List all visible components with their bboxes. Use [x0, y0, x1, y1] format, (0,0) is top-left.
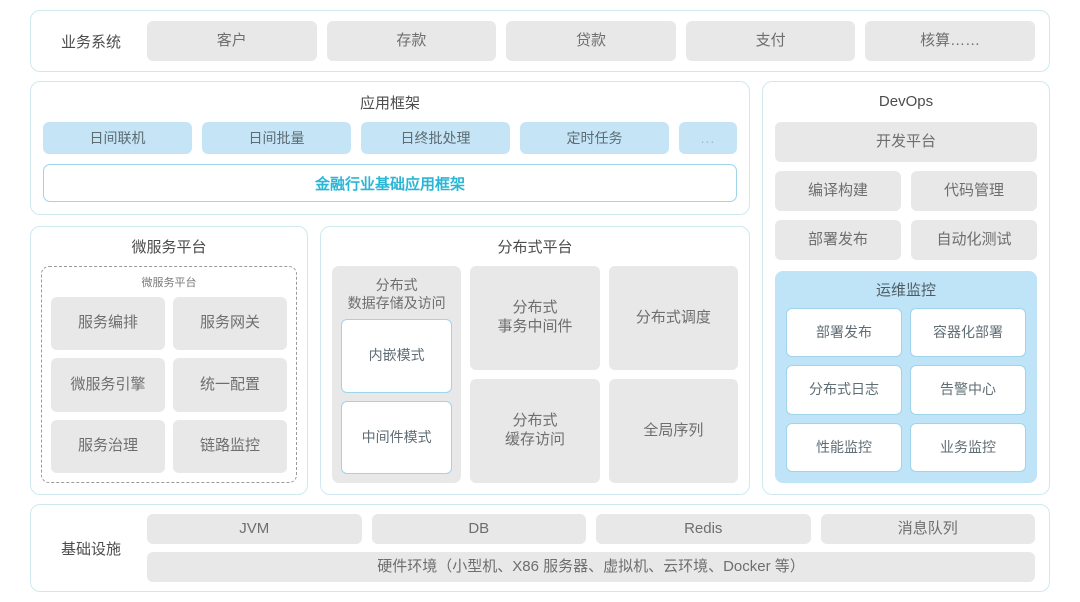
infrastructure-items-row: JVM DB Redis 消息队列: [147, 514, 1035, 544]
app-framework-item-daytime-batch[interactable]: 日间批量: [202, 122, 351, 154]
devops-row-deploy: 部署发布 自动化测试: [775, 220, 1037, 260]
platforms-row: 微服务平台 微服务平台 服务编排 服务网关 微服务引擎 统一配置 服务治理 链路…: [30, 226, 750, 495]
business-system-item-customer[interactable]: 客户: [147, 21, 317, 61]
microservice-platform-inner-box: 微服务平台 服务编排 服务网关 微服务引擎 统一配置 服务治理 链路监控: [41, 266, 297, 483]
infrastructure-item-jvm[interactable]: JVM: [147, 514, 362, 544]
infrastructure-item-redis[interactable]: Redis: [596, 514, 811, 544]
app-framework-item-end-of-day-batch[interactable]: 日终批处理: [361, 122, 510, 154]
microservice-item-link-monitoring[interactable]: 链路监控: [173, 419, 287, 473]
application-framework-title: 应用框架: [359, 95, 420, 112]
ops-item-deploy-release[interactable]: 部署发布: [786, 308, 902, 358]
distributed-item-cache-access-line1: 分布式: [512, 412, 558, 430]
infrastructure-label: 基础设施: [60, 540, 121, 558]
ops-item-business-monitoring[interactable]: 业务监控: [910, 422, 1026, 472]
ops-monitoring-title: 运维监控: [875, 282, 936, 299]
devops-item-dev-platform[interactable]: 开发平台: [775, 122, 1037, 162]
application-framework-panel: 应用框架 日间联机 日间批量 日终批处理 定时任务 ... 金融行业基础应用框架: [30, 81, 750, 215]
microservice-item-service-gateway[interactable]: 服务网关: [173, 297, 287, 351]
app-framework-item-more[interactable]: ...: [679, 122, 737, 154]
infrastructure-item-db[interactable]: DB: [371, 514, 586, 544]
infrastructure-item-message-queue[interactable]: 消息队列: [820, 514, 1035, 544]
distributed-item-transaction-middleware[interactable]: 分布式 事务中间件: [470, 266, 600, 370]
distributed-platform-title: 分布式平台: [497, 239, 573, 256]
microservice-platform-panel: 微服务平台 微服务平台 服务编排 服务网关 微服务引擎 统一配置 服务治理 链路…: [30, 226, 308, 495]
distributed-item-transaction-middleware-line1: 分布式: [512, 299, 558, 317]
devops-item-compile-build[interactable]: 编译构建: [775, 171, 901, 211]
distributed-mode-middleware[interactable]: 中间件模式: [341, 400, 453, 474]
distributed-data-storage-title-line1: 分布式: [375, 277, 418, 293]
distributed-item-cache-access-line2: 缓存访问: [504, 431, 565, 448]
business-system-item-loan[interactable]: 贷款: [506, 21, 676, 61]
ops-item-distributed-log[interactable]: 分布式日志: [786, 365, 902, 415]
distributed-mode-embedded[interactable]: 内嵌模式: [341, 319, 453, 393]
business-systems-panel: 业务系统 客户 存款 贷款 支付 核算……: [30, 10, 1050, 72]
ops-item-alert-center[interactable]: 告警中心: [910, 365, 1026, 415]
distributed-data-storage-card[interactable]: 分布式 数据存储及访问 内嵌模式 中间件模式: [332, 266, 462, 483]
finance-base-framework-band: 金融行业基础应用框架: [43, 164, 737, 202]
microservice-item-service-orchestration[interactable]: 服务编排: [51, 297, 165, 351]
business-system-item-payment[interactable]: 支付: [685, 21, 856, 61]
microservice-item-unified-config[interactable]: 统一配置: [173, 358, 287, 412]
distributed-platform-grid: 分布式 数据存储及访问 内嵌模式 中间件模式 分布式 事务中间件: [332, 266, 738, 483]
distributed-data-storage-title: 分布式 数据存储及访问: [341, 274, 452, 319]
application-framework-chips: 日间联机 日间批量 日终批处理 定时任务 ...: [43, 122, 737, 154]
middle-area: 应用框架 日间联机 日间批量 日终批处理 定时任务 ... 金融行业基础应用框架…: [30, 81, 1050, 495]
devops-item-automated-testing[interactable]: 自动化测试: [911, 220, 1037, 260]
devops-title: DevOps: [878, 93, 934, 110]
microservice-platform-title: 微服务平台: [131, 239, 207, 256]
microservice-item-microservice-engine[interactable]: 微服务引擎: [51, 358, 165, 412]
distributed-item-global-sequence[interactable]: 全局序列: [608, 379, 738, 483]
distributed-item-transaction-middleware-line2: 事务中间件: [497, 318, 573, 335]
devops-item-deploy-release[interactable]: 部署发布: [775, 220, 901, 260]
ops-monitoring-panel: 运维监控 部署发布 容器化部署 分布式日志 告警中心 性能监控 业务监控: [775, 271, 1037, 483]
distributed-data-storage-title-line2: 数据存储及访问: [347, 295, 446, 312]
left-column: 应用框架 日间联机 日间批量 日终批处理 定时任务 ... 金融行业基础应用框架…: [30, 81, 750, 495]
infrastructure-content: JVM DB Redis 消息队列 硬件环境（小型机、X86 服务器、虚拟机、云…: [147, 514, 1035, 582]
business-system-item-accounting[interactable]: 核算……: [865, 21, 1035, 61]
distributed-item-scheduling[interactable]: 分布式调度: [608, 266, 738, 370]
devops-item-code-management[interactable]: 代码管理: [911, 171, 1037, 211]
microservice-platform-inner-title: 微服务平台: [141, 277, 197, 289]
ops-item-containerized-deploy[interactable]: 容器化部署: [910, 308, 1026, 358]
business-system-item-deposit[interactable]: 存款: [326, 21, 497, 61]
ops-item-performance-monitoring[interactable]: 性能监控: [786, 422, 902, 472]
distributed-data-storage-modes: 内嵌模式 中间件模式: [341, 319, 453, 474]
microservice-platform-grid: 服务编排 服务网关 微服务引擎 统一配置 服务治理 链路监控: [51, 297, 287, 473]
ops-monitoring-grid: 部署发布 容器化部署 分布式日志 告警中心 性能监控 业务监控: [786, 308, 1026, 472]
distributed-item-cache-access[interactable]: 分布式 缓存访问: [470, 379, 600, 483]
devops-panel: DevOps 开发平台 编译构建 代码管理 部署发布 自动化测试 运维监控 部署…: [762, 81, 1050, 495]
distributed-platform-panel: 分布式平台 分布式 数据存储及访问 内嵌模式 中间件模式: [320, 226, 750, 495]
business-systems-label: 业务系统: [60, 33, 121, 51]
infrastructure-hardware-environment[interactable]: 硬件环境（小型机、X86 服务器、虚拟机、云环境、Docker 等）: [147, 552, 1035, 582]
devops-row-build: 编译构建 代码管理: [775, 171, 1037, 211]
infrastructure-panel: 基础设施 JVM DB Redis 消息队列 硬件环境（小型机、X86 服务器、…: [30, 504, 1050, 592]
app-framework-item-daytime-online[interactable]: 日间联机: [43, 122, 192, 154]
app-framework-item-scheduled-task[interactable]: 定时任务: [520, 122, 669, 154]
microservice-item-service-governance[interactable]: 服务治理: [51, 419, 165, 473]
